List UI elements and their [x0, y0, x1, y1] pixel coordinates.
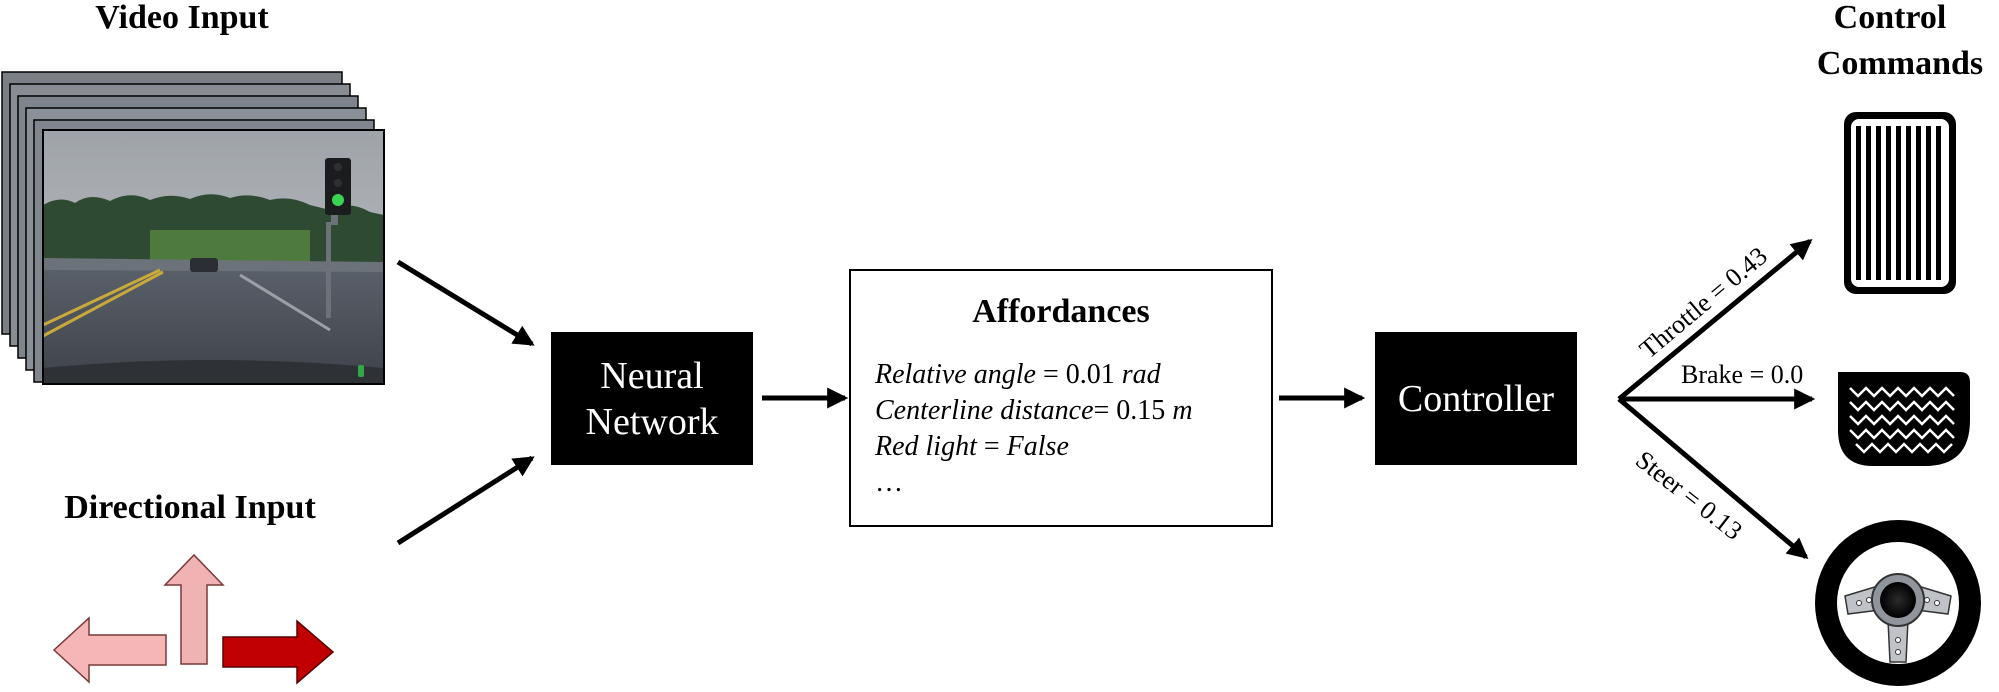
brake-pedal-icon	[1838, 372, 1970, 466]
affordance-value: = 0.15	[1093, 395, 1173, 426]
directional-arrows	[52, 553, 335, 685]
throttle-arrow	[1617, 238, 1813, 401]
direction-to-network-arrow	[396, 455, 535, 546]
brake-label: Brake = 0.0	[1681, 360, 1804, 389]
video-input-title: Video Input	[95, 0, 269, 36]
green-light	[332, 194, 344, 206]
affordance-unit: False	[1006, 431, 1069, 462]
affordance-ellipsis: …	[875, 467, 903, 498]
control-commands-title-line2: Commands	[1816, 45, 1984, 82]
affordances-box: Affordances Relative angle = 0.01 rad Ce…	[849, 269, 1273, 527]
affordance-value: = 0.01	[1035, 359, 1122, 390]
steer-arrow	[1617, 397, 1809, 560]
right-arrow-icon	[222, 619, 335, 685]
controller-block: Controller	[1375, 332, 1577, 465]
affordance-key: Relative angle	[875, 359, 1036, 390]
steering-wheel-icon	[1815, 520, 1981, 686]
affordance-value: =	[976, 431, 1007, 462]
video-frame-front	[42, 129, 385, 385]
affordance-row: Centerline distance= 0.15 m	[875, 395, 1193, 427]
affordance-key: Red light	[875, 431, 977, 462]
affordance-row: Relative angle = 0.01 rad	[875, 359, 1161, 391]
affordances-title: Affordances	[972, 293, 1150, 330]
directional-input-title: Directional Input	[64, 489, 316, 526]
control-commands-title-line1: Control	[1833, 0, 1947, 36]
up-arrow-icon	[163, 553, 225, 665]
affordance-unit: m	[1172, 395, 1193, 426]
affordance-row: Red light = False	[875, 431, 1069, 463]
throttle-pedal-icon	[1844, 112, 1956, 294]
neural-network-line1: Neural	[600, 354, 704, 397]
affordance-key: Centerline distance	[875, 395, 1094, 426]
neural-network-line2: Network	[585, 400, 719, 443]
affordance-unit: rad	[1121, 359, 1161, 390]
neural-network-block: Neural Network	[551, 332, 753, 465]
video-to-network-arrow	[396, 259, 535, 347]
controller-label: Controller	[1397, 377, 1555, 420]
flow-arrows	[396, 238, 1816, 560]
left-arrow-icon	[52, 616, 167, 684]
